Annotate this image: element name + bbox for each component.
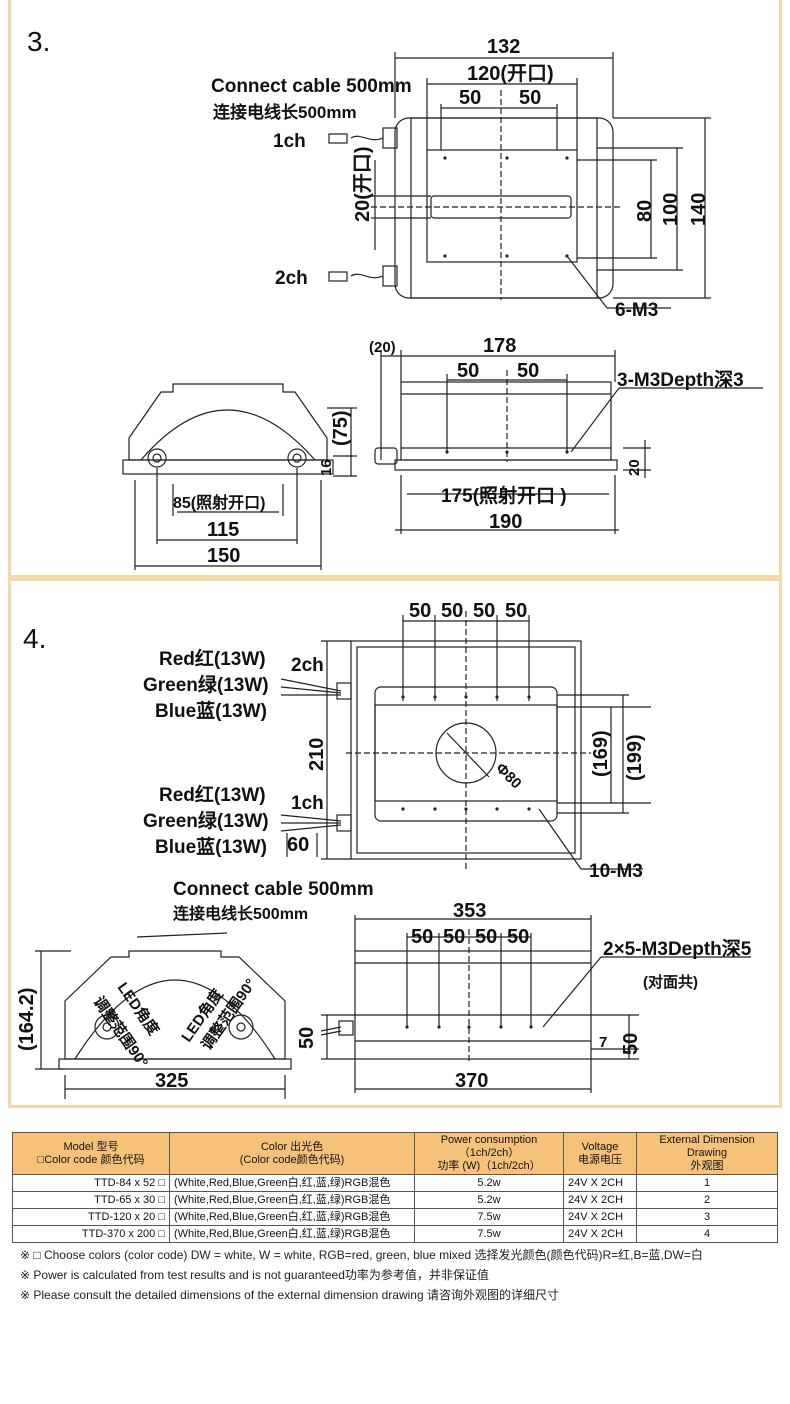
cell-drawing: 1 [636, 1174, 778, 1192]
cell-drawing: 4 [636, 1225, 778, 1243]
dimension-drawing-4: 50 50 50 50 210 (169) (199) Φ80 Red红(13W… [16, 600, 752, 1099]
dim-phi-80: Φ80 [492, 760, 525, 793]
col-power: Power consumption（1ch/2ch）功率 (W)（1ch/2ch… [414, 1132, 564, 1175]
dim-325: 325 [155, 1070, 188, 1092]
channel-1: 1ch [273, 131, 306, 152]
cable-length-en: Connect cable 500mm [211, 76, 412, 97]
cell-voltage: 24V X 2CH [563, 1208, 637, 1226]
cell-model: TTD-65 x 30 □ [12, 1191, 170, 1209]
label-red-1ch: Red红(13W) [159, 783, 266, 806]
note-color-code: ※ □ Choose colors (color code) DW = whit… [20, 1248, 703, 1262]
drawing-panel-4: 4. [8, 578, 782, 1108]
spec-table: Model 型号□Color code 颜色代码 Color 出光色(Color… [12, 1132, 778, 1243]
dim-115: 115 [207, 519, 239, 541]
note-power: ※ Power is calculated from test results … [20, 1268, 489, 1282]
section-number: 3. [27, 26, 51, 57]
cell-power: 7.5w [414, 1208, 564, 1226]
dim-16: 16 [318, 459, 335, 476]
dim-150: 150 [207, 545, 240, 567]
cell-power: 5.2w [414, 1191, 564, 1209]
dim-353: 353 [453, 900, 486, 922]
dim-190: 190 [489, 511, 522, 533]
cell-power: 7.5w [414, 1225, 564, 1243]
dim-50-a: 50 [459, 87, 481, 109]
table-row: TTD-120 x 20 □ (White,Red,Blue,Green白,红,… [12, 1208, 778, 1226]
col-color: Color 出光色(Color code颜色代码) [169, 1132, 415, 1175]
dim-opening-20: 20(开口) [352, 146, 374, 222]
dim-side-50-b: 50 [517, 360, 539, 382]
label-green-1ch: Green绿(13W) [143, 809, 269, 832]
dim-bottom-50-c: 50 [475, 926, 497, 948]
depth-note: 3-M3Depth深3 [617, 368, 744, 391]
depth-note: 2×5-M3Depth深5 [603, 937, 752, 960]
table-row: TTD-84 x 52 □ (White,Red,Blue,Green白,红,蓝… [12, 1174, 778, 1192]
dim-75: (75) [330, 410, 352, 446]
dim-side-50-a: 50 [457, 360, 479, 382]
label-green-2ch: Green绿(13W) [143, 673, 269, 696]
dim-50-b: 50 [519, 87, 541, 109]
drawing-panel-3: 3. [8, 0, 782, 578]
cell-voltage: 24V X 2CH [563, 1225, 637, 1243]
cell-voltage: 24V X 2CH [563, 1174, 637, 1192]
cell-drawing: 3 [636, 1208, 778, 1226]
cable-length-en: Connect cable 500mm [173, 879, 374, 900]
label-blue-1ch: Blue蓝(13W) [155, 835, 267, 858]
section-number: 4. [23, 623, 47, 654]
dim-50-right: 50 [620, 1033, 642, 1055]
dim-60: 60 [287, 834, 309, 856]
dim-offset-20: (20) [369, 339, 396, 356]
cell-drawing: 2 [636, 1191, 778, 1209]
channel-2: 2ch [291, 655, 324, 676]
dim-opening-120: 120(开口) [467, 63, 554, 85]
cell-color: (White,Red,Blue,Green白,红,蓝,绿)RGB混色 [169, 1191, 415, 1209]
table-header-row: Model 型号□Color code 颜色代码 Color 出光色(Color… [12, 1132, 778, 1175]
label-red-2ch: Red红(13W) [159, 647, 266, 670]
dim-50-left: 50 [296, 1027, 318, 1049]
dim-132: 132 [487, 36, 520, 58]
dim-side-20: 20 [626, 459, 643, 476]
dim-164-2: (164.2) [16, 988, 38, 1051]
cell-model: TTD-84 x 52 □ [12, 1174, 170, 1192]
dim-bottom-50-b: 50 [443, 926, 465, 948]
cell-color: (White,Red,Blue,Green白,红,蓝,绿)RGB混色 [169, 1208, 415, 1226]
cell-color: (White,Red,Blue,Green白,红,蓝,绿)RGB混色 [169, 1174, 415, 1192]
dim-top-50-d: 50 [505, 600, 527, 622]
label-blue-2ch: Blue蓝(13W) [155, 699, 267, 722]
dim-140: 140 [688, 193, 710, 226]
channel-1: 1ch [291, 793, 324, 814]
cell-voltage: 24V X 2CH [563, 1191, 637, 1209]
dim-bottom-50-a: 50 [411, 926, 433, 948]
dim-opening-175: 175(照射开口 ) [441, 484, 567, 507]
col-model: Model 型号□Color code 颜色代码 [12, 1132, 170, 1175]
dim-178: 178 [483, 335, 516, 357]
dim-169: (169) [590, 730, 612, 777]
dim-210: 210 [306, 738, 328, 771]
cell-model: TTD-120 x 20 □ [12, 1208, 170, 1226]
dim-opening-85: 85(照射开口) [173, 493, 265, 512]
screw-6-m3: 6-M3 [615, 300, 658, 321]
screw-10-m3: 10-M3 [589, 861, 643, 882]
dim-top-50-c: 50 [473, 600, 495, 622]
cable-length-cn: 连接电线长500mm [173, 904, 308, 923]
cell-color: (White,Red,Blue,Green白,红,蓝,绿)RGB混色 [169, 1225, 415, 1243]
dim-top-50-a: 50 [409, 600, 431, 622]
note-dimensions: ※ Please consult the detailed dimensions… [20, 1288, 559, 1302]
cell-power: 5.2w [414, 1174, 564, 1192]
dim-100: 100 [660, 193, 682, 226]
dim-370: 370 [455, 1070, 488, 1092]
dim-top-50-b: 50 [441, 600, 463, 622]
dim-7: 7 [599, 1034, 607, 1051]
channel-2: 2ch [275, 268, 308, 289]
dimension-drawing-3: 132 120(开口) 50 50 80 100 140 20(开口) Conn… [122, 36, 763, 570]
cable-length-cn: 连接电线长500mm [213, 102, 357, 122]
dim-199: (199) [624, 734, 646, 781]
dim-80: 80 [634, 200, 656, 222]
table-row: TTD-370 x 200 □ (White,Red,Blue,Green白,红… [12, 1225, 778, 1243]
table-row: TTD-65 x 30 □ (White,Red,Blue,Green白,红,蓝… [12, 1191, 778, 1209]
cell-model: TTD-370 x 200 □ [12, 1225, 170, 1243]
dim-bottom-50-d: 50 [507, 926, 529, 948]
both-sides-note: (对面共) [643, 973, 698, 991]
